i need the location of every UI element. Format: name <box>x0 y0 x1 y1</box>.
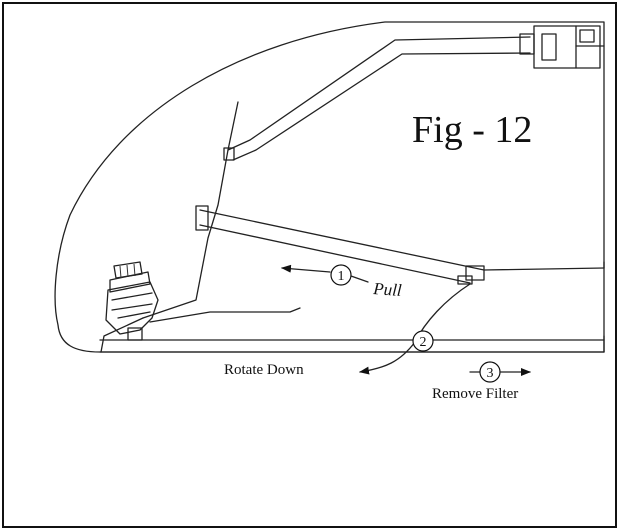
step-3-remove-filter: 3 Remove Filter <box>432 361 531 402</box>
step-2-number: 2 <box>420 335 427 350</box>
step-1-pull: 1 Pull <box>281 264 403 300</box>
figure-title: Fig - 12 <box>412 109 532 151</box>
step-2-circle <box>412 330 434 352</box>
step-2-label: Rotate Down <box>224 362 304 378</box>
step-3-label: Remove Filter <box>432 386 518 402</box>
connector-block <box>533 25 605 69</box>
step-2-rotate-down: 2 Rotate Down <box>224 283 471 378</box>
step-1-number: 1 <box>338 269 345 284</box>
housing-outline <box>54 21 605 353</box>
step-3-number: 3 <box>487 366 494 381</box>
bottom-tray <box>99 335 605 353</box>
step-1-circle <box>330 264 352 286</box>
valve-fitting <box>105 261 159 341</box>
filter-rail <box>195 205 605 285</box>
bulkhead-wall <box>100 101 301 353</box>
step-1-label: Pull <box>372 279 403 300</box>
pipe-assembly <box>223 33 535 161</box>
